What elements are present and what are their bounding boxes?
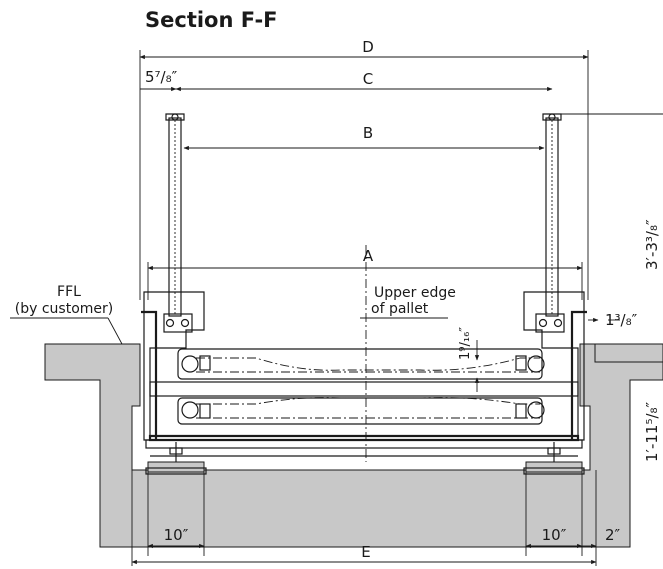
dim-label-a: A [363, 247, 374, 265]
right-column-frame [523, 291, 587, 441]
dim-label-d: D [362, 38, 374, 56]
bottom-dimensions: 10″ 10″ 2″ E [131, 470, 621, 566]
side-gap-dimension: 1³/₈″ [588, 311, 638, 329]
lower-pallet [177, 397, 545, 425]
side-gap-label: 1³/₈″ [605, 311, 638, 329]
drawing-title: Section F-F [145, 8, 278, 32]
pallet-gap-label: 1⁹/₁₆″ [458, 327, 473, 360]
base-frame [145, 434, 583, 457]
right-floor-slab [594, 343, 663, 363]
dim-label-b: B [363, 124, 373, 142]
right-foot [523, 442, 585, 475]
dimension-c: C 5⁷/₈″ [140, 68, 553, 92]
ffl-annotation: FFL (by customer) [10, 284, 123, 345]
bearing-right-label: 10″ [542, 526, 567, 544]
middle-beam [149, 381, 579, 397]
ffl-label-line2: (by customer) [15, 301, 113, 317]
edge-right-label: 2″ [605, 526, 621, 544]
dim-label-e: E [361, 543, 370, 561]
height-upper-label: 3′-3³/₈″ [643, 219, 661, 270]
pallet-annotation: Upper edge of pallet 1⁹/₁₆″ [360, 285, 480, 392]
pallet-note-line2: of pallet [371, 301, 429, 317]
foundation-pit [44, 343, 663, 548]
dimension-b: B [183, 124, 545, 151]
height-lower-label: 1′-11⁵/₈″ [643, 401, 661, 462]
left-foot [145, 442, 207, 475]
left-column-frame [141, 291, 205, 441]
upper-pallet [177, 348, 545, 380]
height-dimensions: 3′-3³/₈″ 1′-11⁵/₈″ [643, 219, 661, 462]
bearing-left-label: 10″ [164, 526, 189, 544]
pallet-note-line1: Upper edge [374, 285, 456, 301]
dimension-d: D [139, 38, 589, 300]
left-guide-rail [165, 113, 185, 317]
dim-label-left-offset: 5⁷/₈″ [145, 68, 178, 86]
dim-label-c: C [363, 70, 373, 88]
right-guide-rail [542, 113, 562, 317]
ffl-label-line1: FFL [57, 284, 81, 300]
dimension-a: A [147, 247, 583, 300]
